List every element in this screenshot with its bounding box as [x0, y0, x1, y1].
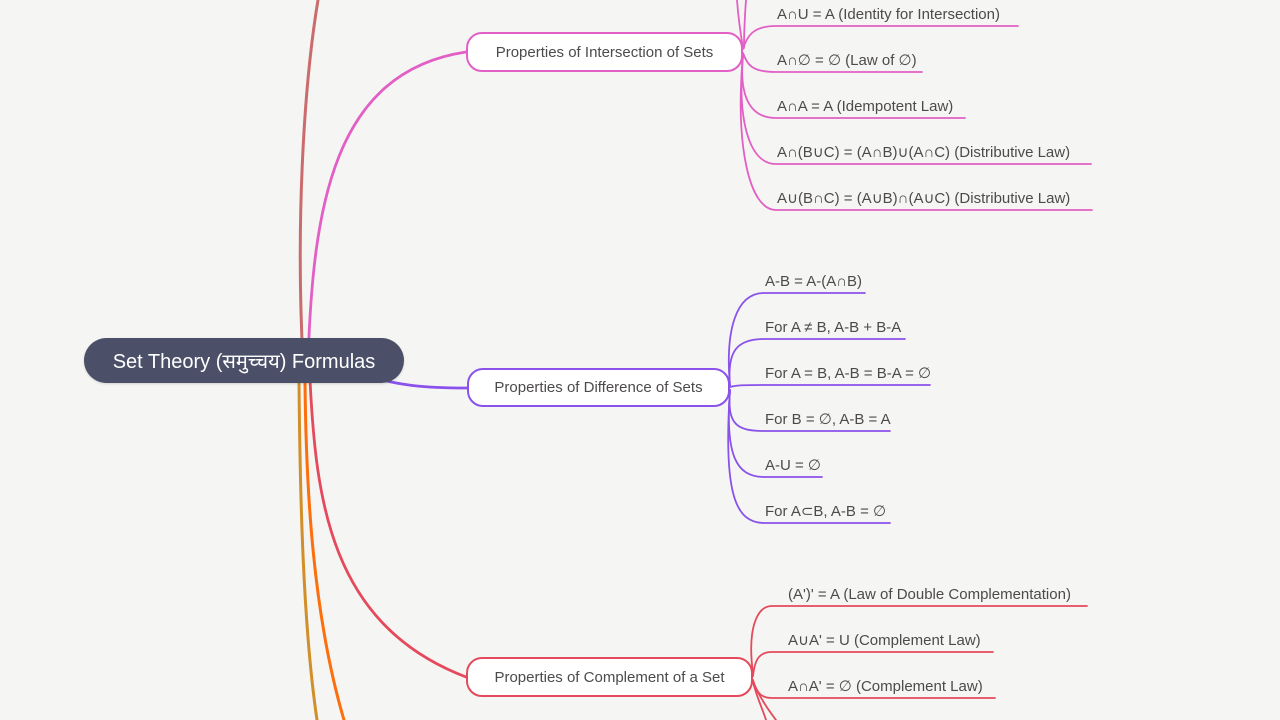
branch-node-intersection[interactable]: Properties of Intersection of Sets [466, 32, 743, 72]
leaf-difference-4[interactable]: A-U = ∅ [765, 457, 821, 474]
leaf-intersection-0[interactable]: A∩U = A (Identity for Intersection) [777, 6, 1000, 23]
leaf-intersection-2[interactable]: A∩A = A (Idempotent Law) [777, 98, 954, 115]
leaf-complement-1[interactable]: A∪A' = U (Complement Law) [788, 632, 981, 649]
leaf-intersection-3[interactable]: A∩(B∪C) = (A∩B)∪(A∩C) (Distributive Law) [777, 144, 1071, 161]
link-complement-leaf-1 [752, 651, 994, 677]
link-difference-leaf-2 [729, 384, 931, 388]
leaf-intersection-1[interactable]: A∩∅ = ∅ (Law of ∅) [777, 52, 917, 69]
link-difference-leaf-5 [727, 389, 891, 524]
leaf-complement-0[interactable]: (A')' = A (Law of Double Complementation… [788, 586, 1071, 603]
leaf-intersection-4[interactable]: A∪(B∩C) = (A∪B)∩(A∪C) (Distributive Law) [777, 190, 1071, 207]
link-intersection-leaf-0 [742, 25, 1019, 50]
link-root-offscreen-top [298, 0, 320, 363]
link-complement-offscreen-2 [752, 681, 777, 720]
link-root-offscreen-bottom-orange [303, 379, 346, 720]
branch-node-difference[interactable]: Properties of Difference of Sets [467, 368, 730, 407]
link-complement-leaf-0 [750, 605, 1088, 675]
link-difference-leaf-1 [728, 338, 906, 387]
leaf-difference-3[interactable]: For B = ∅, A-B = A [765, 411, 891, 428]
leaf-complement-2[interactable]: A∩A' = ∅ (Complement Law) [788, 678, 983, 695]
branch-node-complement[interactable]: Properties of Complement of a Set [466, 657, 753, 697]
link-difference-leaf-0 [727, 292, 866, 387]
root-node[interactable]: Set Theory (समुच्चय) Formulas [84, 338, 404, 383]
leaf-difference-1[interactable]: For A ≠ B, A-B + B-A [765, 319, 902, 336]
leaf-difference-0[interactable]: A-B = A-(A∩B) [765, 273, 863, 290]
leaf-difference-2[interactable]: For A = B, A-B = B-A = ∅ [765, 365, 932, 382]
leaf-difference-5[interactable]: For A⊂B, A-B = ∅ [765, 503, 887, 520]
link-intersection-leaf-4 [739, 54, 1093, 211]
link-intersection-leaf-1 [742, 52, 923, 73]
link-root-complement [308, 378, 468, 679]
link-root-offscreen-bottom-gold [297, 379, 319, 720]
link-root-intersection [306, 50, 468, 363]
